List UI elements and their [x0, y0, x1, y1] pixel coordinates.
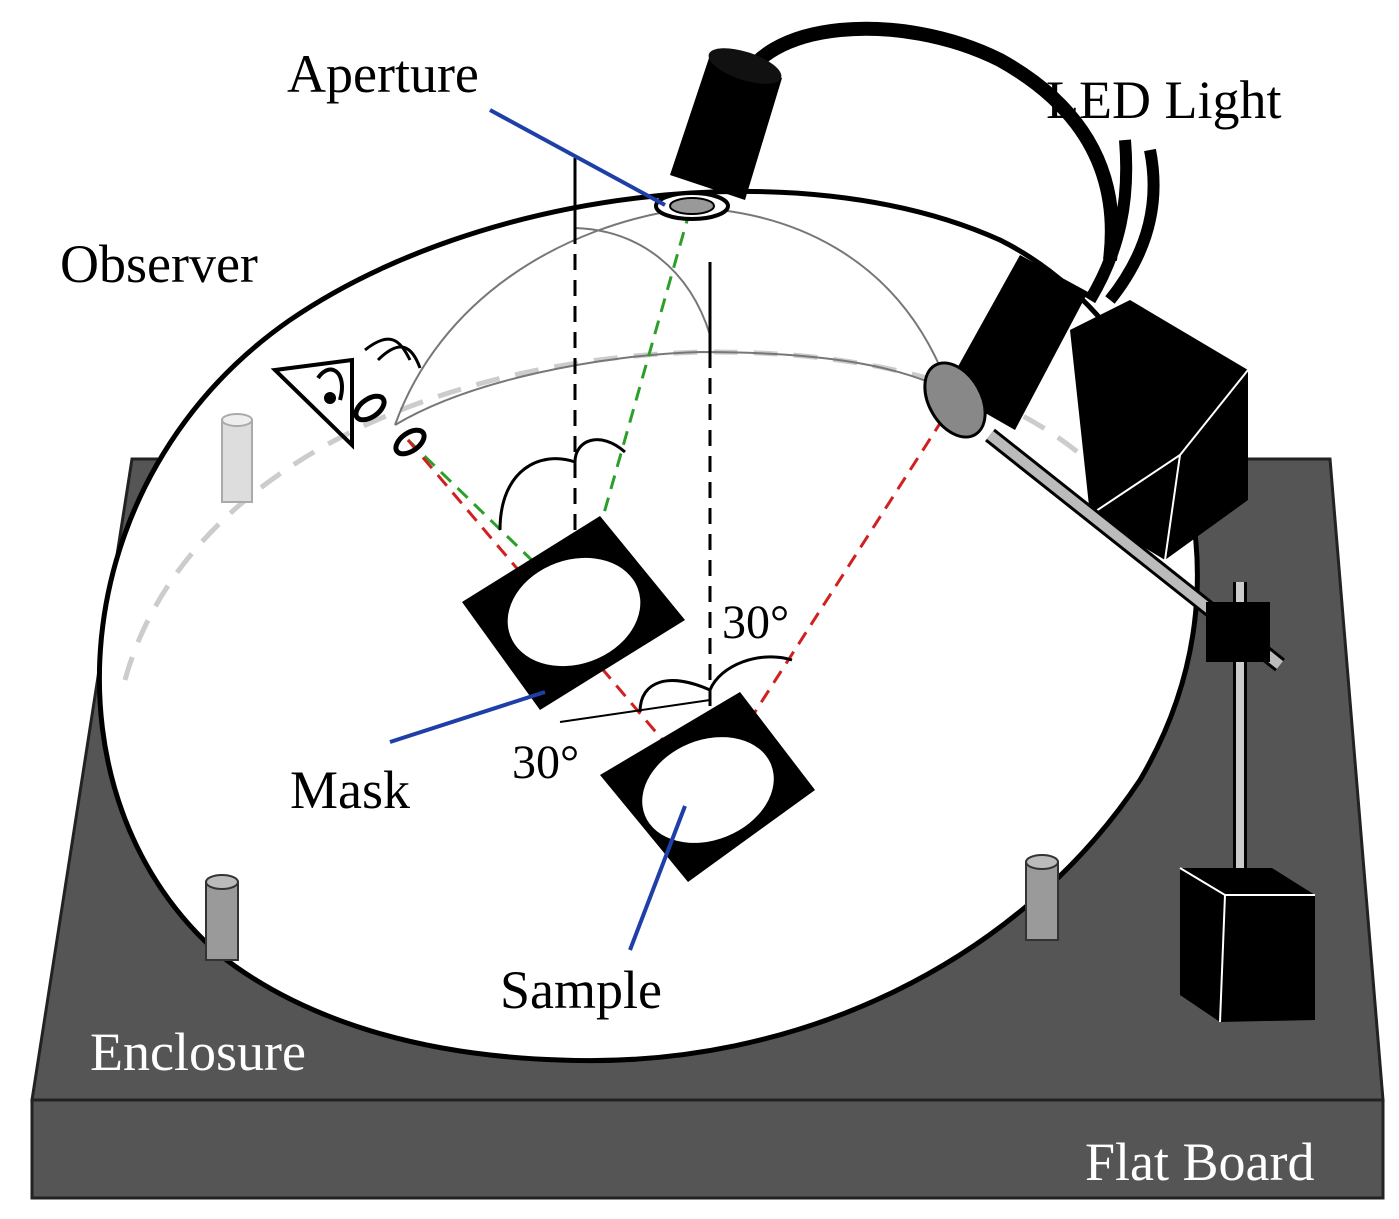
dome-arc-meridian	[574, 227, 711, 336]
label-enclosure: Enclosure	[90, 1022, 306, 1082]
label-mask: Mask	[290, 760, 410, 820]
sample	[600, 692, 815, 882]
leader-sample	[628, 805, 687, 951]
board-front	[30, 1098, 1385, 1200]
label-flat-board: Flat Board	[1085, 1132, 1314, 1192]
label-observer: Observer	[60, 234, 258, 294]
leader-mask	[389, 690, 546, 744]
label-angle-bottom: 30°	[512, 736, 579, 789]
ray-red-observer-sample	[406, 439, 707, 791]
label-led-light: LED Light	[1046, 70, 1281, 130]
ray-red-light-sample	[703, 399, 957, 791]
led-light-side	[923, 139, 1160, 439]
observer-eye-icon	[270, 337, 427, 457]
angle-baseline	[559, 699, 711, 723]
aperture-disc	[654, 191, 730, 221]
support-arm	[985, 428, 1285, 875]
dome-arc-equator	[394, 350, 951, 426]
angle-bracket-top	[498, 438, 626, 531]
post-front-left	[205, 874, 239, 961]
angle-bracket-bottom	[638, 655, 793, 713]
led-controller-box-upper	[1070, 300, 1249, 561]
label-sample: Sample	[500, 960, 662, 1020]
post-back-left	[221, 413, 253, 503]
led-light-top	[670, 21, 1119, 261]
stand-base-box	[1179, 867, 1315, 1023]
leader-aperture	[489, 108, 666, 207]
mask	[462, 516, 685, 710]
label-angle-top: 30°	[722, 596, 789, 649]
label-aperture: Aperture	[287, 44, 479, 104]
post-front-right	[1025, 854, 1059, 941]
